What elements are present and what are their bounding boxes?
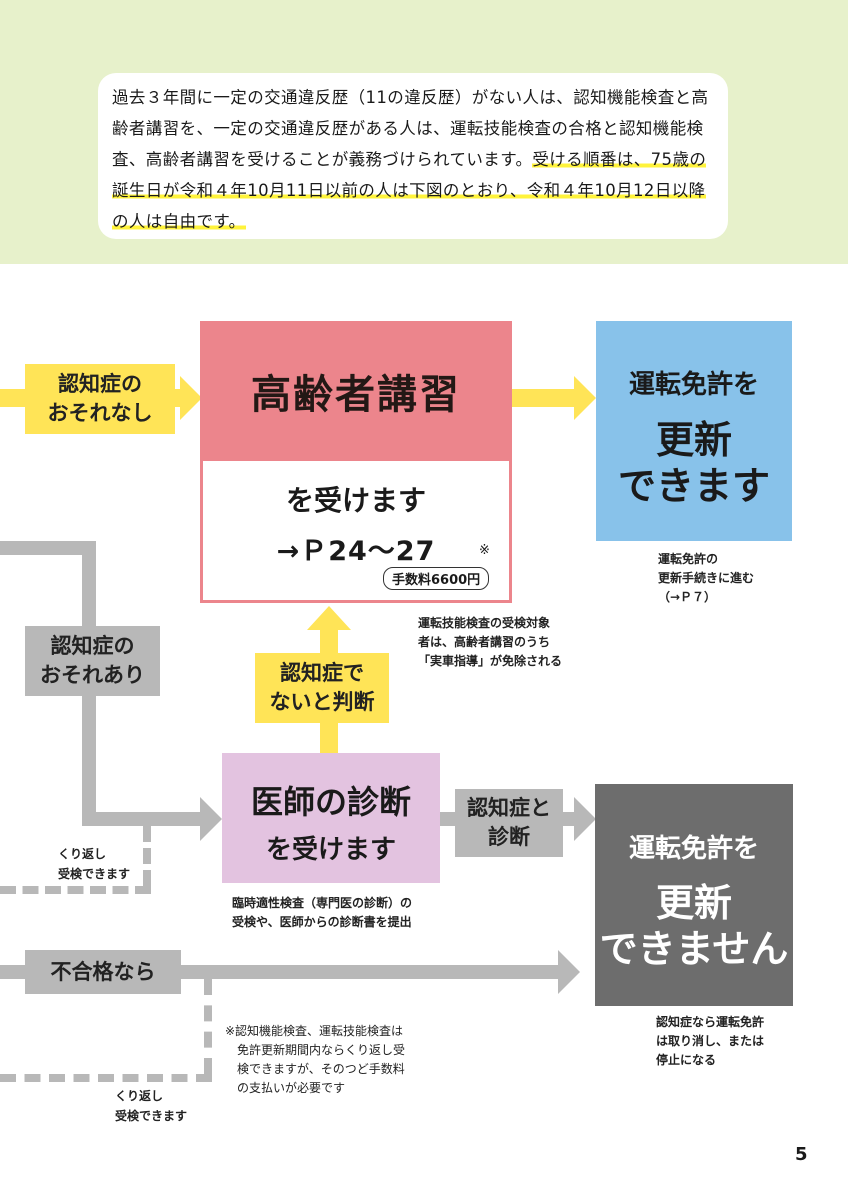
diagnosed-label: 認知症と 診断 [455,789,563,857]
intro-text-part1: 過去３年間に一定の交通違反歴（11の違反歴）がない人は、認知機能検査と高齢者講習… [112,88,709,169]
renew-ok-box: 運転免許を 更新 できます [596,321,792,541]
arrow-head-fail [558,950,580,994]
doctor-receive-text: を受けます [265,835,396,865]
lecture-receive-text: を受けます [285,484,426,517]
footnote: ※認知機能検査、運転技能検査は 免許更新期間内ならくり返し受 検できますが、その… [225,1024,406,1095]
retry-dash-vertical-2 [204,979,212,1074]
no-risk-label: 認知症の おそれなし [25,364,175,434]
renew-ng-line3: できません [599,927,789,971]
renew-ok-line3: できます [617,464,770,508]
lecture-title: 高齢者講習 [251,372,461,418]
lecture-page-reference: →Ｐ24～27 [276,536,436,567]
doctor-title: 医師の診断 [250,783,411,821]
arrow-head-to-doctor [200,797,222,841]
retry-dash-vertical-1 [143,826,151,886]
retry-dash-horizontal-1 [0,886,151,894]
doctor-note: 臨時適性検査（専門医の診断）の 受検や、医師からの診断書を提出 [232,896,413,929]
lecture-asterisk: ※ [479,543,490,558]
renew-ok-note: 運転免許の 更新手続きに進む （→Ｐ７） [658,552,755,604]
risk-line-horizontal [0,541,92,555]
renew-ok-line1: 運転免許を [628,370,759,400]
risk-label: 認知症の おそれあり [25,626,160,696]
intro-paragraph: 過去３年間に一定の交通違反歴（11の違反歴）がない人は、認知機能検査と高齢者講習… [112,82,718,237]
renew-ng-note: 認知症なら運転免許 は取り消し、または 停止になる [656,1015,765,1067]
arrow-line-to-renew [512,389,574,407]
renew-ng-box: 運転免許を 更新 できません [595,784,793,1006]
lecture-detail-box: を受けます →Ｐ24～27 ※ 手数料6600円 [200,461,512,603]
arrow-head-to-renew [574,376,596,420]
renew-ng-line1: 運転免許を [628,834,759,864]
lecture-fee-badge: 手数料6600円 [383,567,490,590]
fail-label: 不合格なら [25,950,181,994]
arrow-head-to-renew-ng [574,797,596,841]
retry-label-1: くり返し 受検できます [58,847,131,881]
retry-dash-horizontal-2 [0,1074,212,1082]
renew-ok-line2: 更新 [655,418,732,462]
lecture-title-box: 高齢者講習 [200,321,512,461]
not-dementia-label: 認知症で ないと判断 [255,653,389,723]
arrow-head-to-lecture [180,376,202,420]
renew-ng-line2: 更新 [655,881,732,925]
page-number: 5 [795,1144,808,1165]
risk-line-to-doctor [82,812,200,826]
doctor-diagnosis-box: 医師の診断 を受けます [222,753,440,883]
lecture-note: 運転技能検査の受検対象 者は、高齢者講習のうち 「実車指導」が免除される [418,616,563,668]
retry-label-2: くり返し 受検できます [115,1089,188,1123]
arrow-head-up [307,606,351,630]
